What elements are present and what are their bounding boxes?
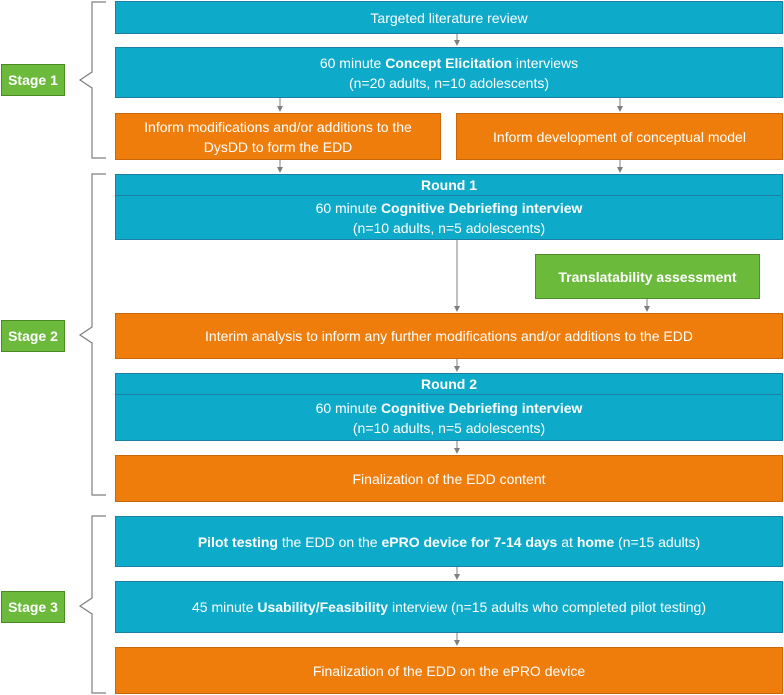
pilot-b1: Pilot testing bbox=[197, 533, 278, 550]
round2-line2: (n=10 adults, n=5 adolescents) bbox=[352, 419, 546, 436]
finalization-device-box: Finalization of the EDD on the ePRO devi… bbox=[115, 647, 783, 694]
usability-bold: Usability/Feasibility bbox=[257, 599, 389, 615]
round2-bold: Cognitive Debriefing interview bbox=[380, 399, 583, 416]
pilot-testing-box: Pilot testing the EDD on the ePRO device… bbox=[115, 516, 783, 567]
usability-box: 45 minute Usability/Feasibility intervie… bbox=[115, 581, 783, 633]
pilot-t3: (n=15 adults) bbox=[614, 533, 701, 550]
stage2-brace bbox=[78, 173, 106, 496]
concept-elicitation-line2: (n=20 adults, n=10 adolescents) bbox=[348, 74, 550, 91]
finalization-content-box: Finalization of the EDD content bbox=[115, 455, 783, 502]
round1-debriefing-box: 60 minute Cognitive Debriefing interview… bbox=[115, 195, 783, 240]
pilot-testing-text: Pilot testing the EDD on the ePRO device… bbox=[198, 532, 700, 552]
usability-post: interview (n=15 adults who completed pil… bbox=[388, 599, 706, 615]
pilot-b3: home bbox=[576, 533, 615, 550]
round2-debriefing-box: 60 minute Cognitive Debriefing interview… bbox=[115, 394, 783, 441]
stage-3-label: Stage 3 bbox=[1, 591, 65, 623]
concept-elicitation-line1: 60 minute Concept Elicitation interviews bbox=[320, 53, 578, 73]
literature-review-text: Targeted literature review bbox=[370, 9, 528, 26]
inform-modifications-box: Inform modifications and/or additions to… bbox=[115, 113, 441, 160]
round1-header: Round 1 bbox=[115, 174, 783, 196]
inform-conceptual-model-box: Inform development of conceptual model bbox=[456, 113, 783, 160]
inform-modifications-line1: Inform modifications and/or additions to… bbox=[144, 118, 412, 135]
pilot-t1: the EDD on the bbox=[277, 533, 382, 550]
concept-post: interviews bbox=[512, 54, 579, 71]
finalization-content-text: Finalization of the EDD content bbox=[352, 470, 546, 487]
usability-pre: 45 minute bbox=[192, 599, 258, 615]
concept-bold: Concept Elicitation bbox=[385, 54, 513, 71]
inform-modifications-line2: DysDD to form the EDD bbox=[203, 138, 353, 155]
round2-line1: 60 minute Cognitive Debriefing interview bbox=[316, 398, 583, 418]
stage-2-label: Stage 2 bbox=[1, 320, 65, 352]
finalization-device-text: Finalization of the EDD on the ePRO devi… bbox=[312, 662, 586, 679]
round2-header: Round 2 bbox=[115, 373, 783, 395]
interim-analysis-box: Interim analysis to inform any further m… bbox=[115, 313, 783, 359]
concept-pre: 60 minute bbox=[319, 54, 386, 71]
round2-pre: 60 minute bbox=[315, 399, 381, 416]
translatability-box: Translatability assessment bbox=[535, 254, 760, 299]
round1-bold: Cognitive Debriefing interview bbox=[380, 199, 583, 216]
stage3-brace bbox=[78, 515, 106, 694]
literature-review-box: Targeted literature review bbox=[115, 1, 783, 34]
concept-elicitation-box: 60 minute Concept Elicitation interviews… bbox=[115, 47, 783, 98]
inform-conceptual-model-text: Inform development of conceptual model bbox=[493, 128, 746, 145]
pilot-t2: at bbox=[557, 533, 577, 550]
translatability-text: Translatability assessment bbox=[558, 268, 737, 285]
round1-line1: 60 minute Cognitive Debriefing interview bbox=[316, 198, 583, 218]
interim-analysis-text: Interim analysis to inform any further m… bbox=[205, 328, 693, 344]
pilot-b2: ePRO device for 7-14 days bbox=[381, 533, 558, 550]
stage-1-label: Stage 1 bbox=[1, 64, 65, 96]
round1-line2: (n=10 adults, n=5 adolescents) bbox=[352, 219, 546, 236]
round1-pre: 60 minute bbox=[315, 199, 381, 216]
usability-text: 45 minute Usability/Feasibility intervie… bbox=[192, 597, 706, 617]
stage1-brace bbox=[78, 1, 106, 159]
